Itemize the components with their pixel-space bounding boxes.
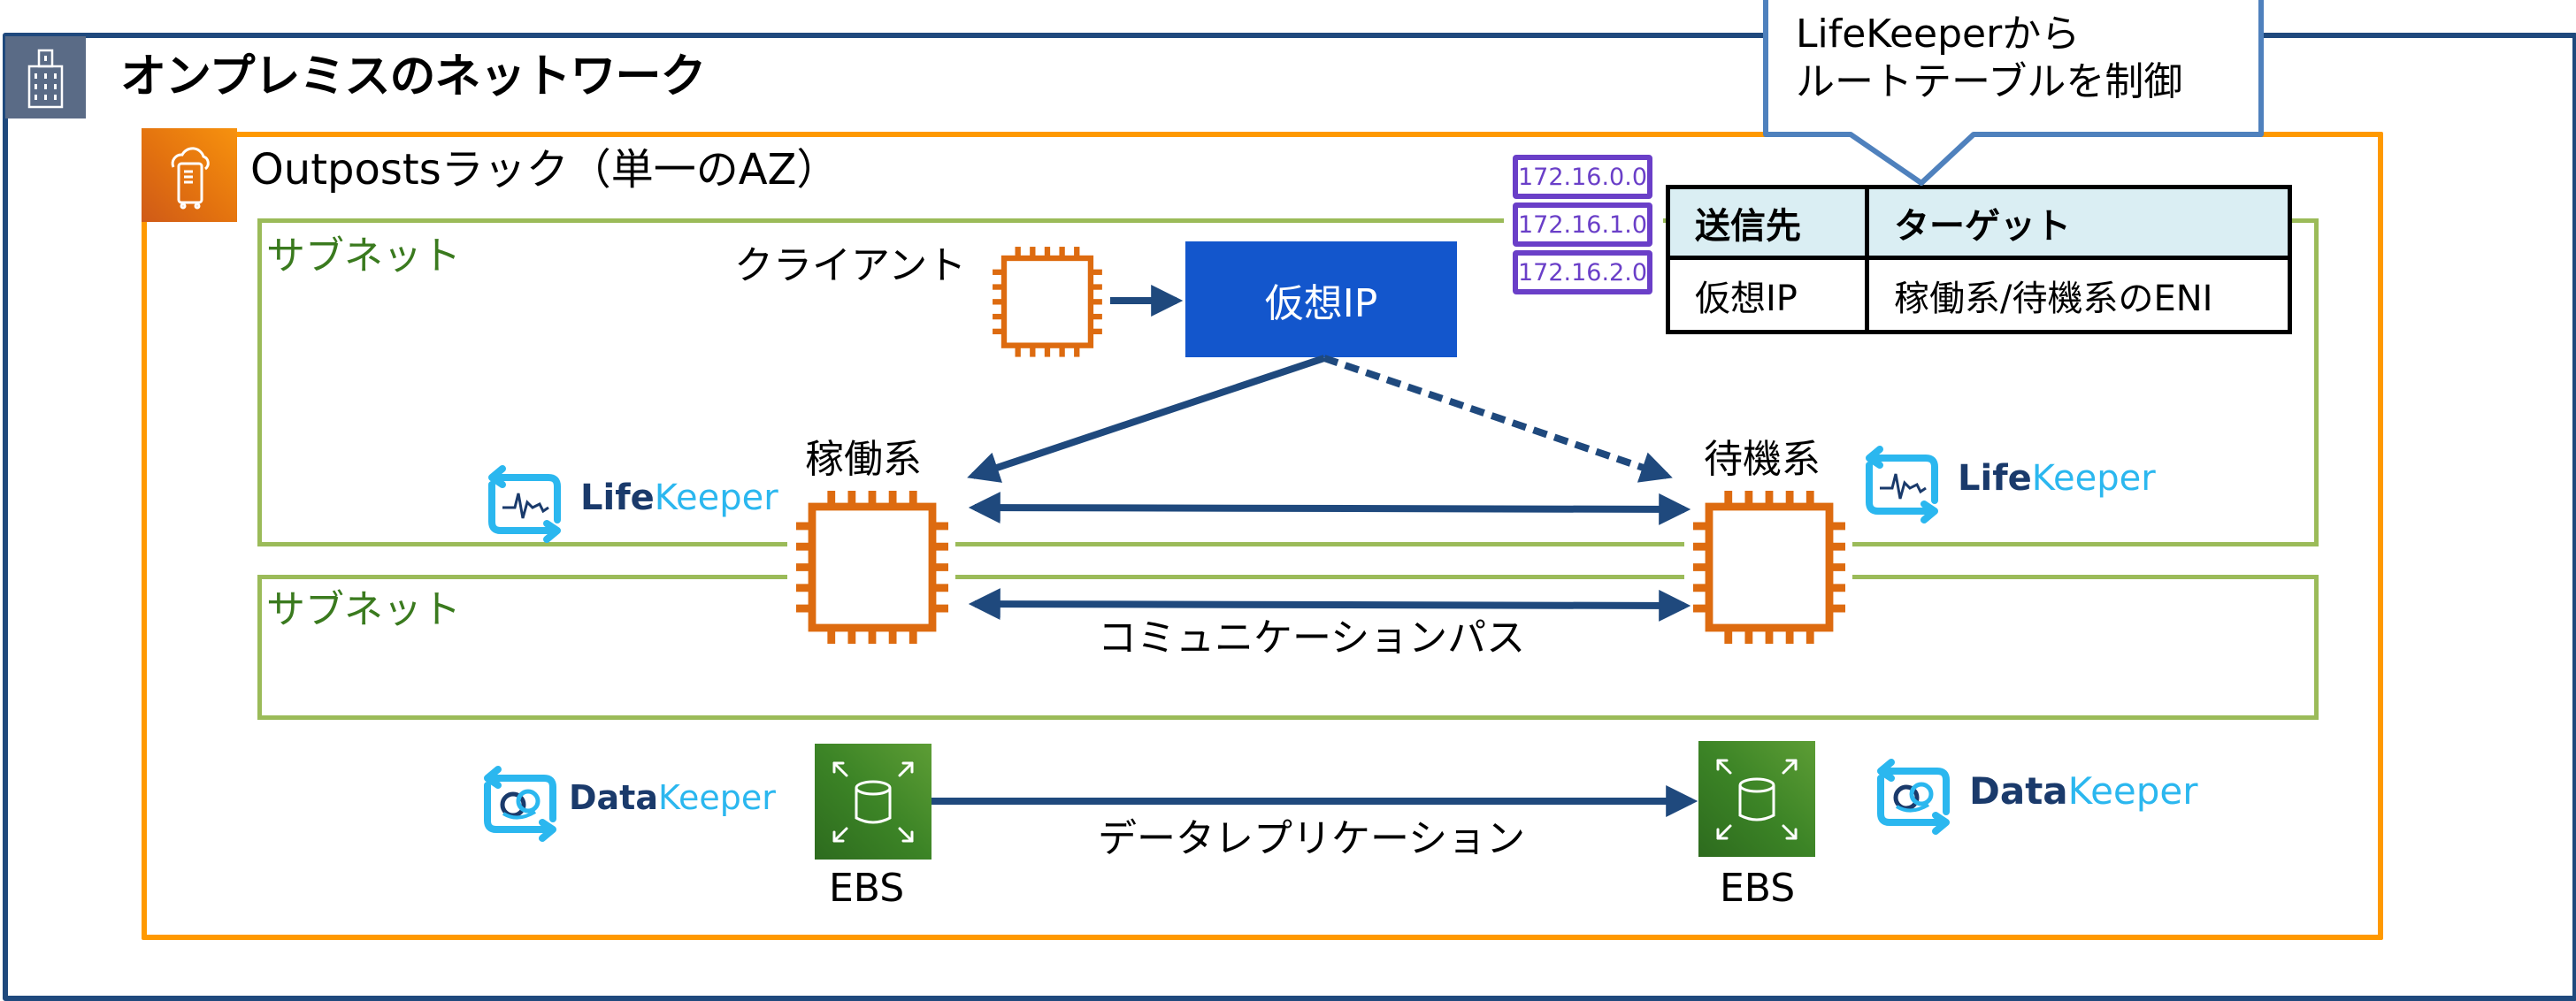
datakeeper-logo-left: DataKeeper <box>473 760 776 852</box>
active-node-chip-icon <box>796 491 948 644</box>
route-table-cell-destination: 仮想IP <box>1666 256 1869 334</box>
outposts-rack-frame <box>142 132 2383 940</box>
lifekeeper-icon <box>488 465 561 543</box>
datakeeper-wordmark: DataKeeper <box>1969 769 2198 813</box>
ebs-volume-right <box>1698 741 1815 857</box>
ebs-right-label: EBS <box>1720 866 1796 911</box>
subnet-upper <box>257 218 2319 546</box>
ip-badge: 172.16.2.0 <box>1513 250 1652 294</box>
active-node-label: 稼働系 <box>805 437 922 482</box>
vip-to-active-arrow <box>967 355 1326 483</box>
ip-badge: 172.16.1.0 <box>1513 202 1652 247</box>
outposts-rack-title: Outpostsラック（単一のAZ） <box>250 145 840 195</box>
building-icon <box>5 36 86 118</box>
vip-to-standby-dashed-arrow <box>1322 355 1673 483</box>
ebs-icon <box>832 761 914 843</box>
virtual-ip-box[interactable]: 仮想IP <box>1185 241 1457 357</box>
route-table-header-target: ターゲット <box>1865 185 2292 260</box>
chip-shape <box>993 247 1102 357</box>
datakeeper-icon <box>1877 759 1950 835</box>
callout-text: LifeKeeperから ルートテーブルを制御 <box>1796 11 2182 106</box>
client-chip-icon <box>993 247 1102 357</box>
route-table-header-destination: 送信先 <box>1666 185 1869 260</box>
chip-shape <box>1693 491 1845 644</box>
communication-path-label: コミュニケーションパス <box>1098 615 1526 661</box>
data-replication-label: データレプリケーション <box>1098 816 1526 861</box>
subnet-lower-label: サブネット <box>266 587 461 632</box>
datakeeper-logo-right: DataKeeper <box>1867 753 2198 845</box>
lifekeeper-wordmark: LifeKeeper <box>580 478 778 518</box>
ebs-volume-left <box>815 744 932 860</box>
client-label: クライアント <box>734 243 967 288</box>
datakeeper-wordmark: DataKeeper <box>569 778 776 817</box>
chip-shape <box>796 491 948 644</box>
standby-node-chip-icon <box>1693 491 1845 644</box>
standby-node-label: 待機系 <box>1704 437 1821 482</box>
route-table-header: 送信先 ターゲット <box>1666 185 2292 260</box>
heartbeat-arrow-upper <box>968 492 1691 525</box>
network-title: オンプレミスのネットワーク <box>120 50 706 103</box>
table-row: 仮想IP 稼働系/待機系のENI <box>1666 256 2292 334</box>
onprem-network-frame <box>3 33 2576 1001</box>
lifekeeper-logo-left: LifeKeeper <box>476 458 778 554</box>
callout-line-1: LifeKeeperから <box>1796 11 2081 57</box>
callout-line-2: ルートテーブルを制御 <box>1796 59 2183 104</box>
ebs-icon <box>1716 759 1798 840</box>
lifekeeper-logo-right: LifeKeeper <box>1853 439 2156 534</box>
route-table: 送信先 ターゲット 仮想IP 稼働系/待機系のENI <box>1666 185 2292 334</box>
lifekeeper-wordmark: LifeKeeper <box>1958 458 2156 499</box>
outposts-rack-icon <box>142 128 237 222</box>
callout-bubble <box>1763 0 2264 186</box>
ip-badge: 172.16.0.0 <box>1513 155 1652 199</box>
lifekeeper-icon <box>1866 446 1938 523</box>
ebs-left-label: EBS <box>829 866 905 911</box>
heartbeat-arrow-lower <box>968 588 1691 622</box>
subnet-lower <box>257 575 2319 720</box>
datakeeper-icon <box>484 766 556 842</box>
route-table-cell-target: 稼働系/待機系のENI <box>1865 256 2292 334</box>
subnet-upper-label: サブネット <box>266 233 461 279</box>
virtual-ip-label: 仮想IP <box>1264 280 1378 326</box>
